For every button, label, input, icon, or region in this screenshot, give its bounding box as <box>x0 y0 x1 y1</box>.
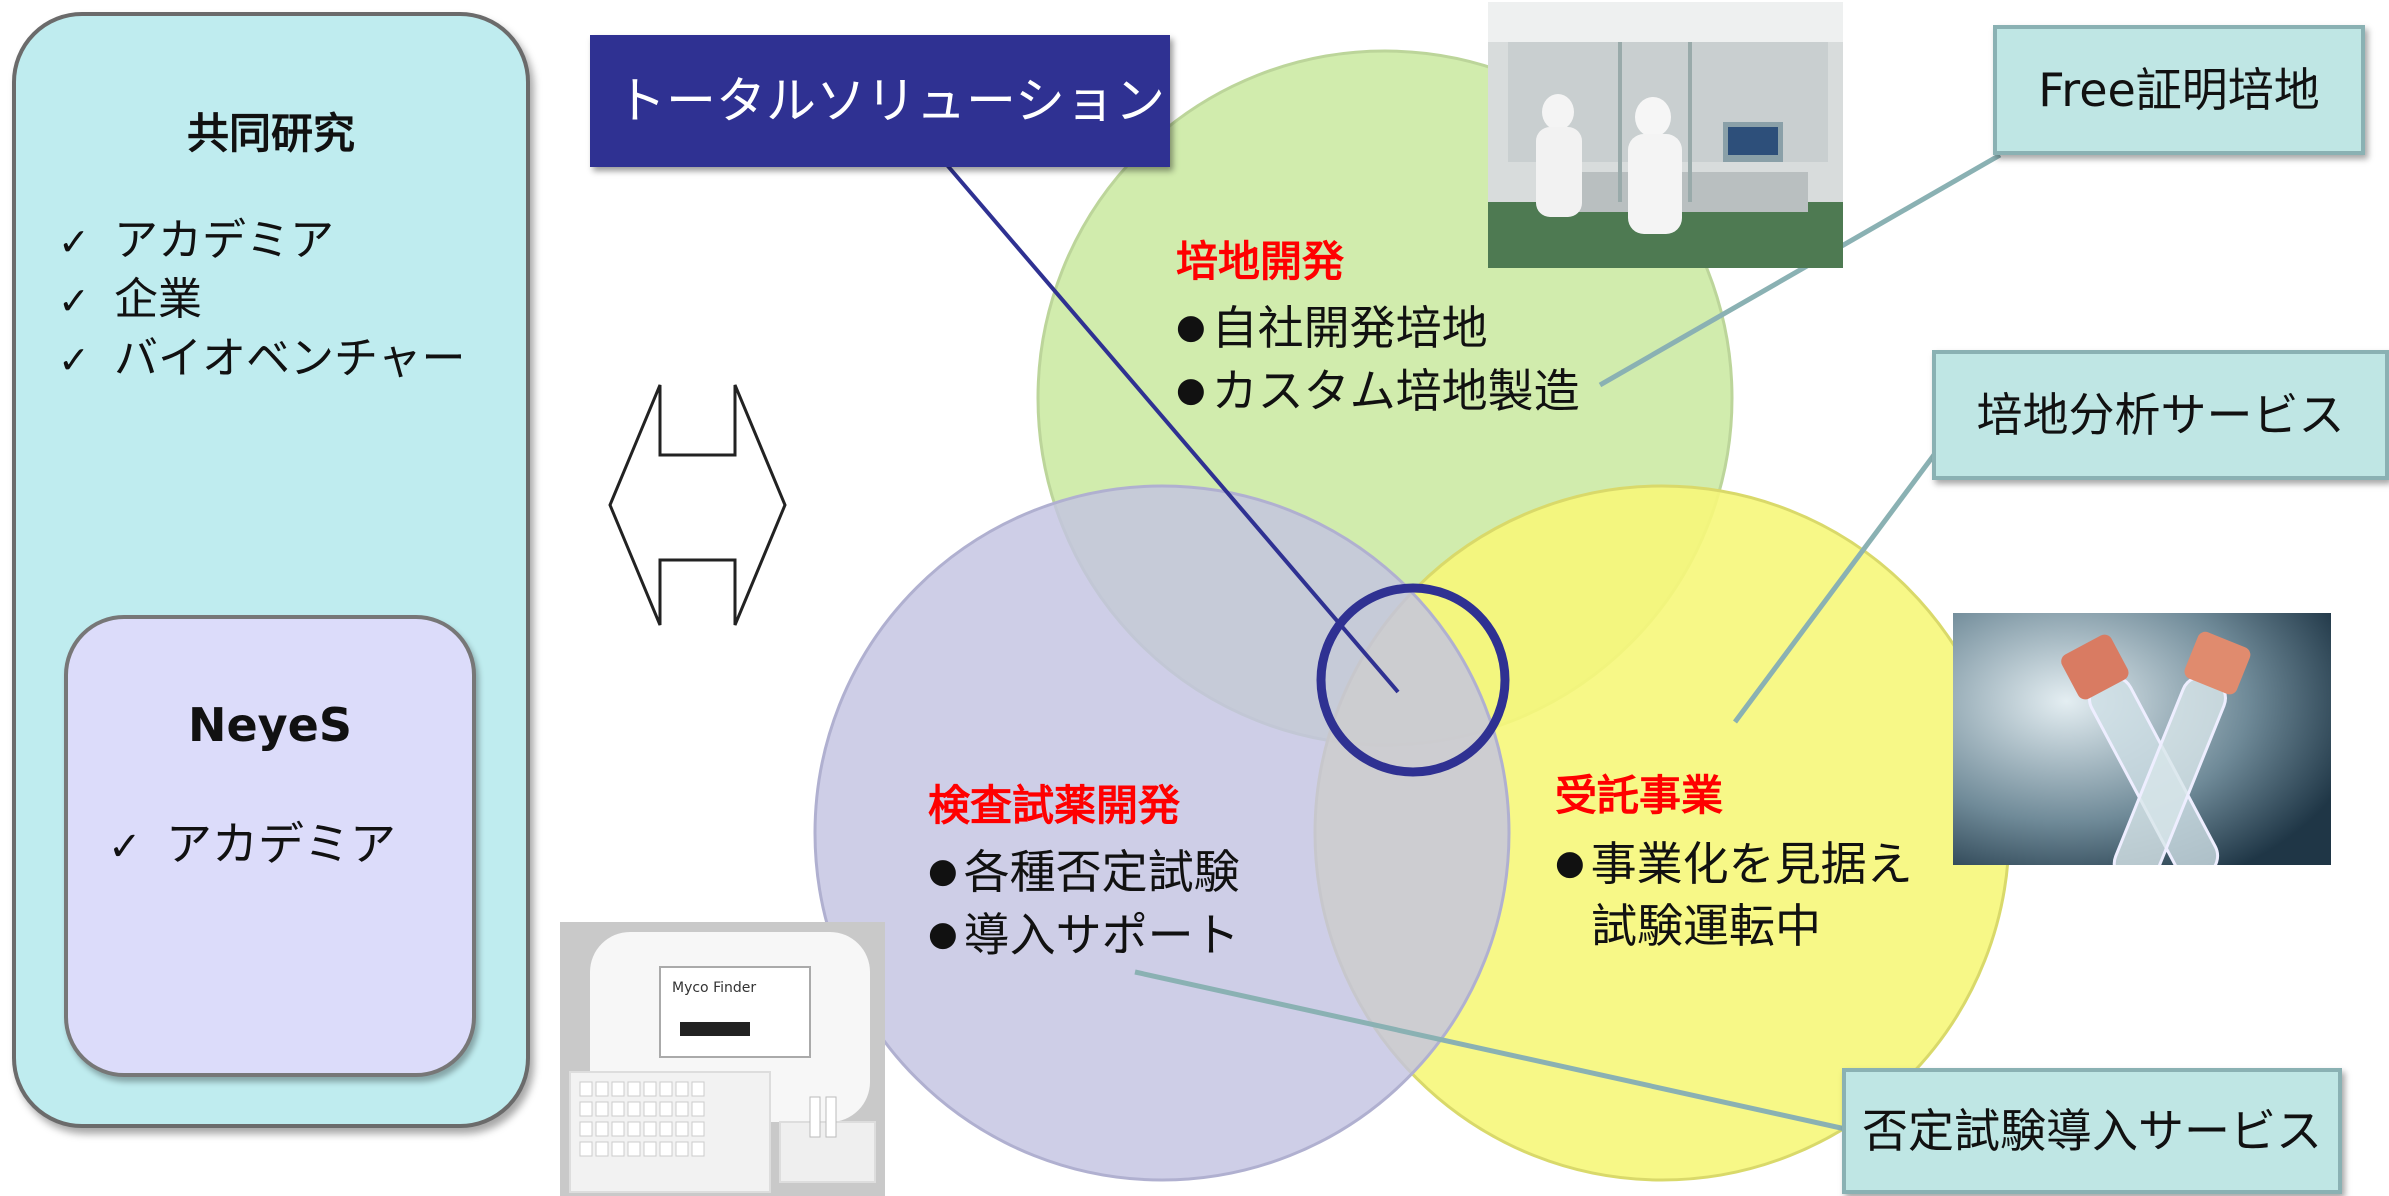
free-medium-connector <box>1598 152 2002 388</box>
list-item: ●事業化を見据え <box>1555 837 1913 891</box>
list-item: ●自社開発培地 <box>1176 301 1488 355</box>
reagent-heading: 検査試薬開発 <box>928 781 1181 830</box>
neyes-item: ✓アカデミア <box>108 817 396 871</box>
list-item: 試験運転中 <box>1591 899 1821 953</box>
list-item: ●カスタム培地製造 <box>1176 364 1580 418</box>
total-solution-connector <box>945 163 1400 694</box>
kit-brand-label: Myco Finder <box>672 980 756 996</box>
contract-heading: 受託事業 <box>1555 771 1724 820</box>
neyes-panel <box>64 615 476 1077</box>
total-solution-label: トータルソリューション <box>590 35 1170 167</box>
contract-bullets: ●事業化を見据え 試験運転中 <box>1555 832 1913 957</box>
medium-bullets: ●自社開発培地 ●カスタム培地製造 <box>1176 296 1580 422</box>
reagent-kit-photo: Myco Finder <box>560 922 885 1196</box>
partner-item: ✓バイオベンチャー <box>58 330 466 389</box>
partner-list: ✓アカデミア ✓企業 ✓バイオベンチャー <box>58 212 466 389</box>
center-ring <box>1316 583 1510 777</box>
check-icon: ✓ <box>108 824 142 870</box>
partner-item: ✓アカデミア <box>58 212 466 271</box>
test-tube-photo <box>1953 613 2331 865</box>
list-item: ●導入サポート <box>928 908 1240 962</box>
cleanroom-photo <box>1488 2 1843 268</box>
reagent-bullets: ●各種否定試験 ●導入サポート <box>928 840 1240 966</box>
check-icon: ✓ <box>58 220 90 264</box>
double-arrow-icon <box>608 384 787 626</box>
partner-item: ✓企業 <box>58 271 466 330</box>
negative-test-connector <box>1134 969 1851 1133</box>
neyes-title: NeyeS <box>187 698 352 752</box>
free-medium-callout: Free証明培地 <box>1993 25 2365 155</box>
check-icon: ✓ <box>58 338 90 382</box>
check-icon: ✓ <box>58 279 90 323</box>
list-item: ●各種否定試験 <box>928 845 1240 899</box>
analysis-connector <box>1732 418 1963 724</box>
partner-panel-title: 共同研究 <box>186 109 355 158</box>
medium-analysis-callout: 培地分析サービス <box>1932 350 2389 480</box>
negative-test-callout: 否定試験導入サービス <box>1842 1068 2342 1194</box>
circle-reagent-development <box>813 484 1511 1182</box>
medium-heading: 培地開発 <box>1176 237 1345 286</box>
